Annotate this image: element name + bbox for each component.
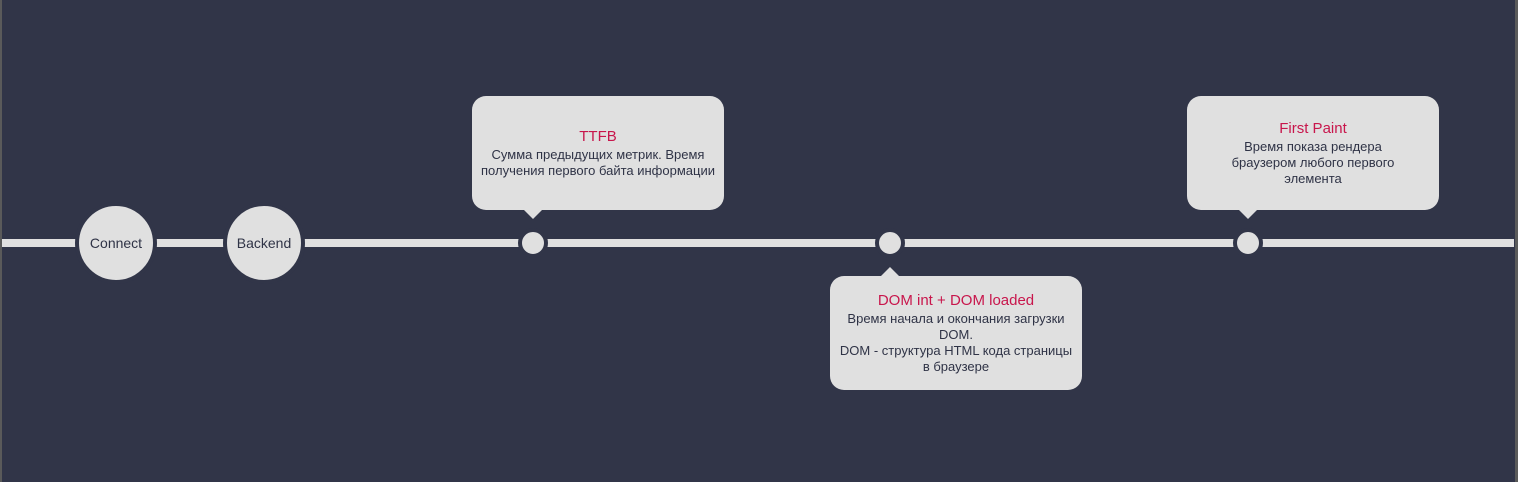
- node-backend: Backend: [223, 202, 305, 284]
- callout-text: Время показа рендера браузером любого пе…: [1231, 139, 1395, 186]
- callout-title: DOM int + DOM loaded: [877, 292, 1035, 309]
- callout-ttfb: TTFB Сумма предыдущих метрик. Время полу…: [472, 96, 724, 219]
- node-label: Connect: [89, 235, 143, 251]
- callout-dom: DOM int + DOM loaded Время начала и окон…: [830, 267, 1082, 390]
- node-label: Backend: [236, 235, 292, 251]
- timeline-line: [2, 239, 1514, 247]
- callout-text: Время начала и окончания загрузки DOM.: [847, 311, 1065, 342]
- callout-title: TTFB: [579, 128, 617, 145]
- node-dom-dot: [875, 228, 905, 258]
- callout-first-paint: First Paint Время показа рендера браузер…: [1187, 96, 1439, 219]
- node-first-paint-dot: [1233, 228, 1263, 258]
- callout-text: Сумма предыдущих метрик. Время получения…: [481, 147, 715, 178]
- node-connect: Connect: [75, 202, 157, 284]
- callout-text: DOM - структура HTML кода страницы в бра…: [839, 343, 1073, 374]
- callout-title: First Paint: [1279, 120, 1347, 137]
- right-border: [1515, 0, 1518, 482]
- node-ttfb-dot: [518, 228, 548, 258]
- left-border: [0, 0, 2, 482]
